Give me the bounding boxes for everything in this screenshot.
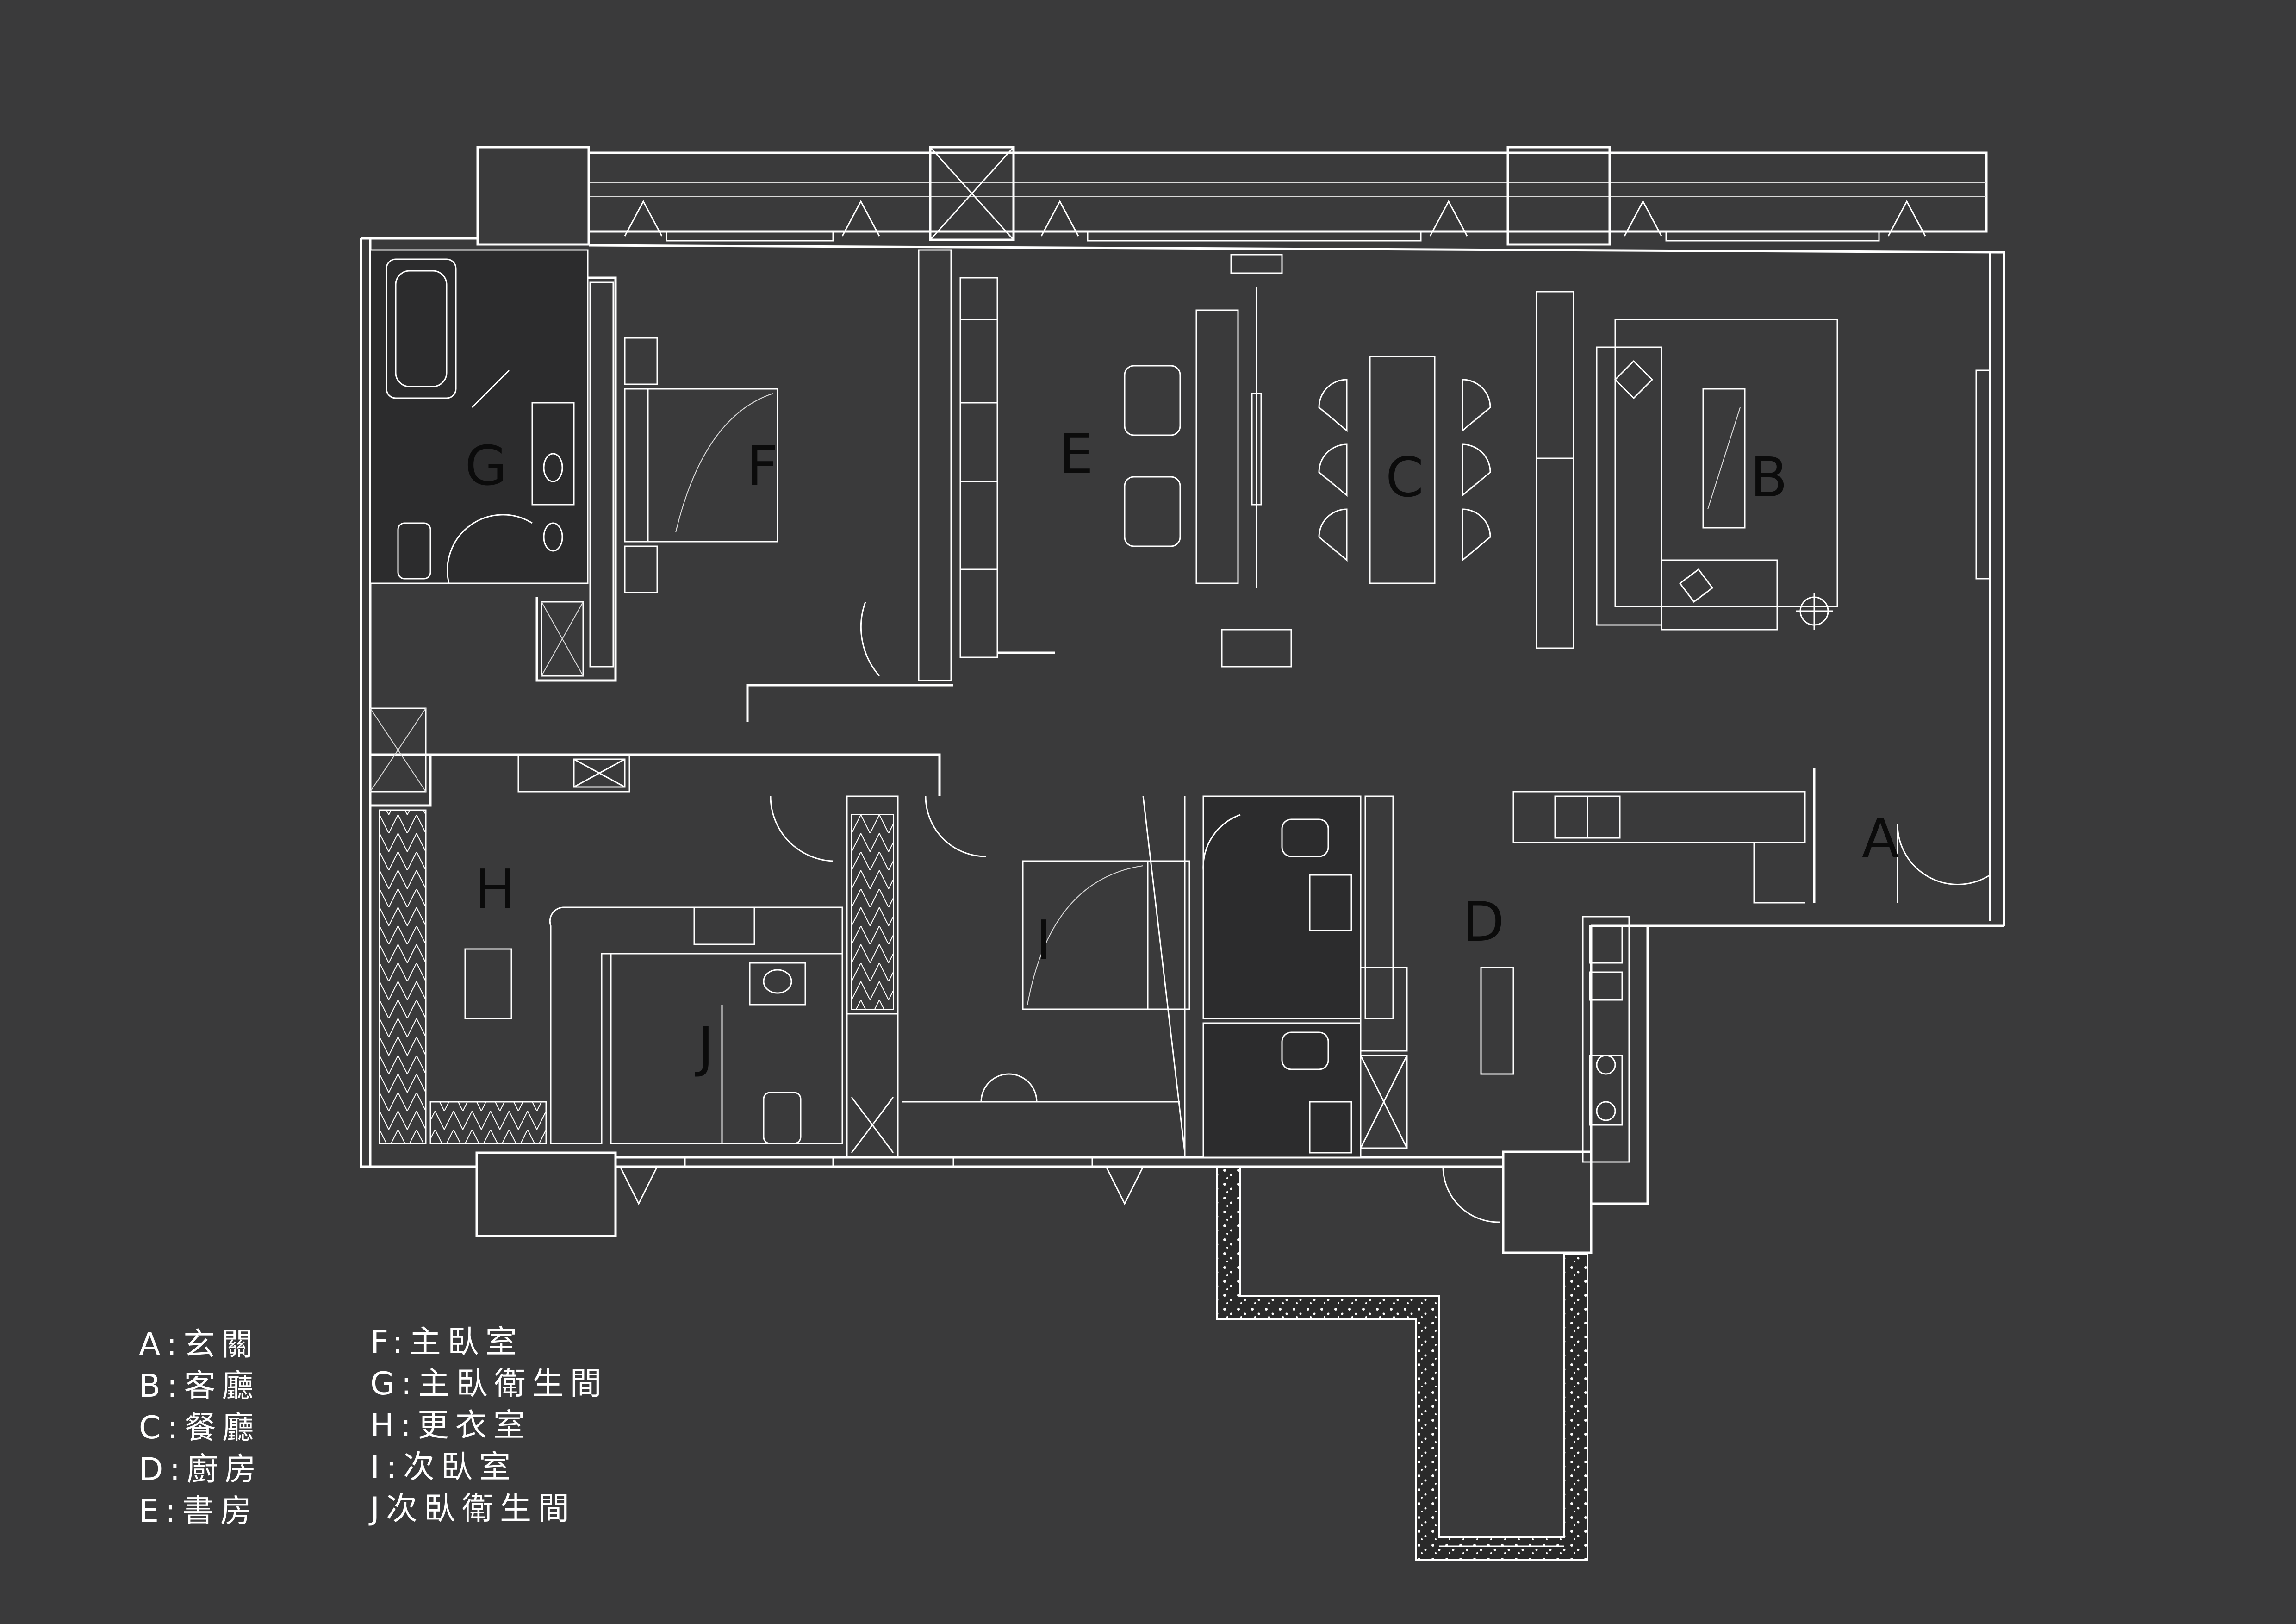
secondary-bedroom xyxy=(846,795,1190,1158)
legend-item: G:主臥衛生間 xyxy=(370,1366,608,1402)
legend-item: D:廚房 xyxy=(139,1451,263,1488)
room-labels: A B C D E F G H I J xyxy=(465,422,1899,1079)
room-label-h: H xyxy=(475,857,516,921)
study-dining xyxy=(1124,254,1491,668)
entry-kitchen xyxy=(1442,768,1991,1223)
legend-left: A:玄關 B:客廳 C:餐廳 D:廚房 E:書房 xyxy=(139,1324,262,1532)
legend-item: I:次臥室 xyxy=(370,1449,517,1486)
room-label-a: A xyxy=(1862,806,1899,870)
legend-item: A:玄關 xyxy=(139,1326,260,1363)
bottom-windows xyxy=(619,1156,1144,1206)
legend-item: E:書房 xyxy=(139,1493,258,1530)
dressing-room xyxy=(369,707,941,1144)
room-label-c: C xyxy=(1386,445,1424,509)
room-label-b: B xyxy=(1750,445,1788,509)
room-label-g: G xyxy=(465,434,507,498)
legend-item: B:客廳 xyxy=(139,1368,260,1405)
legend-item: F:主臥室 xyxy=(370,1324,523,1361)
living-room xyxy=(1536,291,1991,649)
balcony-top xyxy=(587,151,1988,233)
structural-columns xyxy=(475,146,1611,1254)
top-windows xyxy=(624,200,1926,242)
legend-right: F:主臥室 G:主臥衛生間 H:更衣室 I:次臥室 J次臥衛生間 xyxy=(370,1322,608,1530)
room-label-d: D xyxy=(1462,890,1505,954)
master-suite xyxy=(369,249,778,682)
room-label-e: E xyxy=(1059,422,1094,486)
room-label-j: J xyxy=(695,1015,714,1079)
room-label-i: I xyxy=(1036,908,1052,972)
lower-balcony xyxy=(1216,1166,1588,1561)
legend-item: C:餐廳 xyxy=(139,1410,261,1446)
room-label-f: F xyxy=(747,434,778,498)
exterior-walls xyxy=(360,237,2005,1205)
bookshelf-partition xyxy=(746,249,1055,722)
legend-item: H:更衣室 xyxy=(370,1407,532,1444)
bathrooms-middle xyxy=(1202,795,1408,1158)
secondary-bathroom xyxy=(610,953,843,1144)
legend-item: J次臥衛生間 xyxy=(370,1491,576,1527)
